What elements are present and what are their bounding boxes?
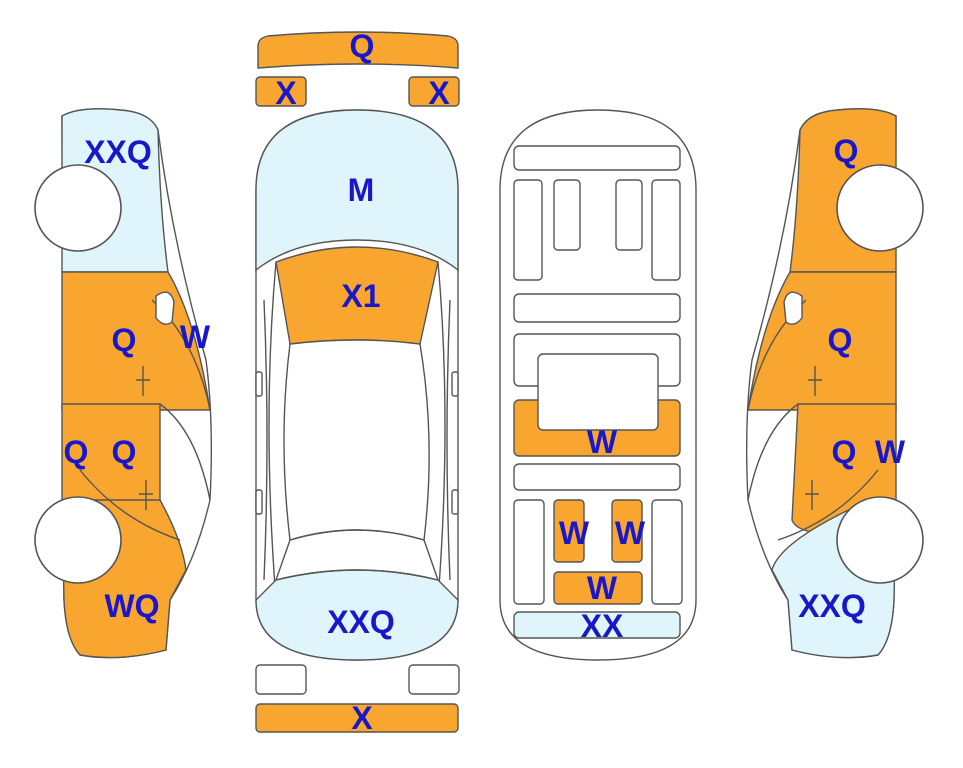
right-mirror bbox=[783, 291, 803, 325]
label-left-rear-quarter: WQ bbox=[104, 588, 159, 624]
taillight-right bbox=[408, 664, 460, 695]
label-rear-seat-right: W bbox=[615, 515, 646, 551]
rear-bench-panel[interactable] bbox=[553, 571, 643, 605]
headlight-left-panel[interactable] bbox=[255, 76, 307, 107]
rear-seat-right-panel[interactable] bbox=[611, 499, 643, 563]
label-right-rear-door-glass: W bbox=[875, 434, 906, 470]
label-left-front-door: Q bbox=[112, 322, 137, 358]
trunk-panel[interactable] bbox=[513, 611, 681, 639]
label-headlight-left: X bbox=[275, 75, 297, 111]
label-trunk: XX bbox=[581, 608, 624, 644]
windshield-panel[interactable] bbox=[255, 109, 459, 272]
label-left-rocker: Q bbox=[64, 434, 89, 470]
front-seat-right-outer bbox=[651, 179, 681, 281]
left-mirror bbox=[155, 291, 175, 325]
front-bumper-panel[interactable] bbox=[257, 31, 459, 69]
label-right-front-quarter: Q bbox=[834, 133, 859, 169]
right-side-view bbox=[745, 108, 924, 659]
label-hood: X1 bbox=[341, 278, 380, 314]
taillight-left bbox=[255, 664, 307, 695]
label-windshield: M bbox=[348, 172, 375, 208]
front-seat-left-inner bbox=[553, 179, 581, 251]
left-rear-wheel bbox=[34, 496, 122, 584]
top-view bbox=[255, 31, 460, 733]
headlight-right-panel[interactable] bbox=[408, 76, 460, 107]
label-rear-seat-left: W bbox=[559, 515, 590, 551]
label-rear-bumper: X bbox=[351, 700, 373, 736]
label-right-front-door: Q bbox=[828, 322, 853, 358]
rear-seat-left-panel[interactable] bbox=[553, 499, 585, 563]
roof-panel bbox=[283, 339, 430, 541]
label-left-front-quarter: XXQ bbox=[84, 134, 152, 170]
label-right-rear-door: Q bbox=[832, 434, 857, 470]
label-right-rear-quarter: XXQ bbox=[798, 588, 866, 624]
front-seat-right-inner bbox=[615, 179, 643, 251]
mirror-right bbox=[451, 371, 459, 397]
damage-labels: Q X X M X1 XXQ X XXQ Q W Q Q WQ W W W W … bbox=[64, 28, 906, 736]
label-headlight-right: X bbox=[428, 75, 450, 111]
label-left-rear-door: Q bbox=[112, 434, 137, 470]
label-center-console: W bbox=[587, 424, 618, 460]
label-front-bumper: Q bbox=[350, 28, 375, 64]
right-rear-wheel bbox=[836, 496, 924, 584]
front-seat-left-outer bbox=[513, 179, 543, 281]
rear-bumper-panel[interactable] bbox=[255, 703, 459, 733]
label-rear-window: XXQ bbox=[327, 604, 395, 640]
label-left-front-door-glass: W bbox=[180, 319, 211, 355]
left-side-view bbox=[34, 108, 213, 659]
right-front-wheel bbox=[836, 164, 924, 252]
left-front-wheel bbox=[34, 164, 122, 252]
interior-view bbox=[499, 109, 697, 661]
label-rear-bench: W bbox=[587, 570, 618, 606]
mirror-left bbox=[255, 371, 263, 397]
